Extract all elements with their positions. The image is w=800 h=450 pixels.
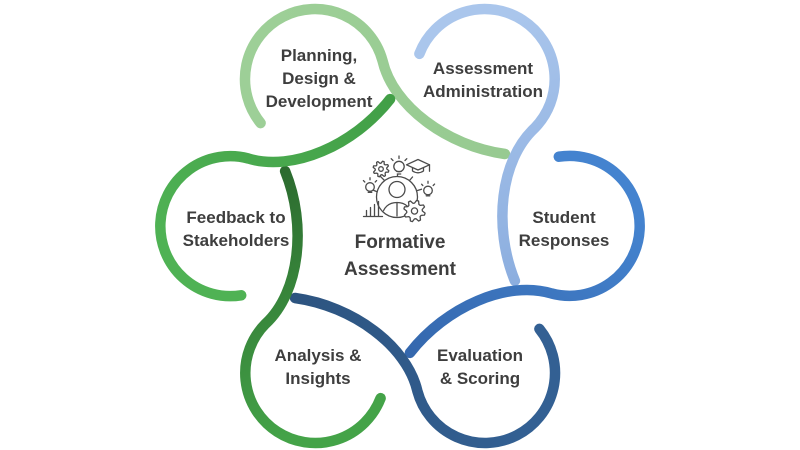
lightbulb-icon xyxy=(390,155,408,175)
petal-label-line: Stakeholders xyxy=(182,231,290,250)
petal-label-line: Evaluation xyxy=(437,346,523,365)
petal-label-line: Student xyxy=(532,208,596,227)
petal-label-line: Analysis & xyxy=(274,346,362,365)
petal-label-responses: Student Responses xyxy=(519,206,610,252)
gear-body xyxy=(372,160,390,178)
petal-label-line: Responses xyxy=(518,231,610,250)
petal-label-line: Assessment xyxy=(432,59,534,78)
person-head xyxy=(388,180,406,199)
petal-label-line: Administration xyxy=(423,82,543,101)
graduation-cap-icon xyxy=(405,158,431,174)
gear-hole xyxy=(410,207,419,215)
person-circle xyxy=(375,175,419,219)
petal-label-line: Development xyxy=(265,92,373,111)
small-lightbulb-right-icon xyxy=(420,180,436,197)
petal-label-administration: Assessment Administration xyxy=(423,57,543,103)
diagram-title-line: Assessment xyxy=(344,259,456,280)
petal-label-planning: Planning, Design & Development xyxy=(266,44,373,113)
petal-label-line: Feedback to xyxy=(186,208,286,227)
diagram-title-line: Formative xyxy=(354,232,446,253)
gear-icon xyxy=(372,160,390,178)
petal-label-line: & Scoring xyxy=(439,369,521,388)
person-shoulders xyxy=(380,201,414,217)
petal-label-evaluation: Evaluation & Scoring xyxy=(437,344,523,390)
petal-label-line: Design & xyxy=(282,69,356,88)
icon-connector-ticks xyxy=(372,173,423,193)
bar-chart-icon xyxy=(362,200,384,218)
diagram-title: Formative Assessment xyxy=(344,229,456,283)
gear-hole xyxy=(378,166,384,172)
gear-icon xyxy=(403,199,426,223)
small-lightbulb-left-icon xyxy=(362,177,378,193)
petal-label-line: Insights xyxy=(285,369,351,388)
gear-body xyxy=(403,199,426,223)
petal-label-analysis: Analysis & Insights xyxy=(275,344,362,390)
petal-label-line: Planning, xyxy=(280,46,358,65)
petal-label-feedback: Feedback to Stakeholders xyxy=(183,206,290,252)
